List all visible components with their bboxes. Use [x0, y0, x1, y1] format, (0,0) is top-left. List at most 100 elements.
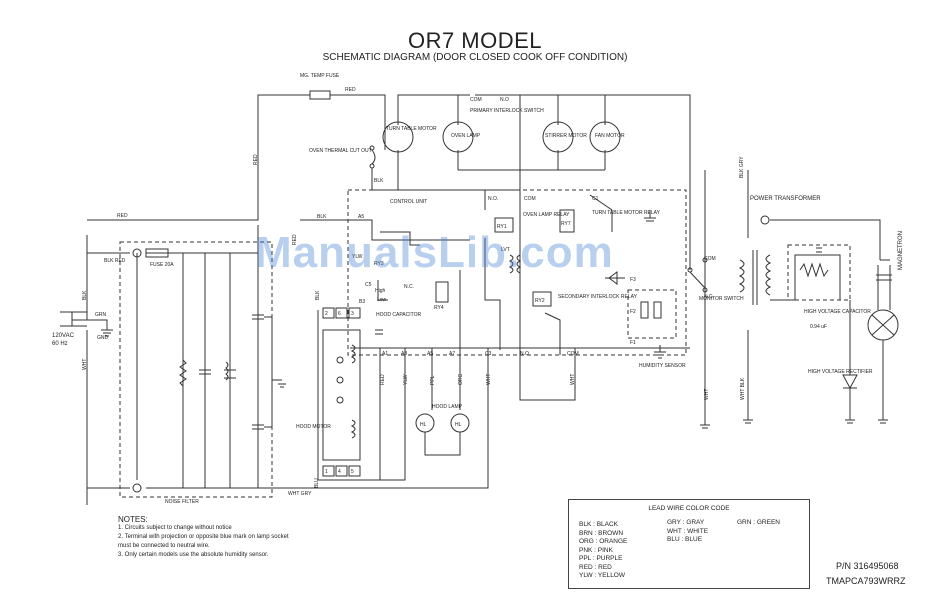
ground-symbols — [644, 210, 666, 359]
a3-label: A3 — [401, 351, 407, 357]
wht-blk-label: WHT BLK — [740, 377, 746, 400]
com-cu-label: COM — [524, 196, 536, 202]
legend-item: BLU : BLUE — [667, 536, 703, 543]
legend-title: LEAD WIRE COLOR CODE — [648, 505, 730, 512]
primary-interlock-label: PRIMARY INTERLOCK SWITCH — [470, 108, 544, 114]
notes-block: NOTES: 1. Circuits subject to change wit… — [118, 515, 289, 560]
legend-item: BLK : BLACK — [579, 521, 619, 528]
hl2-label: HL — [455, 422, 462, 428]
fan-motor-label: FAN MOTOR — [595, 133, 625, 139]
legend-item: YLW : YELLOW — [579, 572, 625, 579]
legend-col-2: GRY : GRAY WHT : WHITE BLU : BLUE — [667, 519, 708, 545]
control-unit-label: CONTROL UNIT — [390, 199, 427, 205]
pin3-label: 3 — [351, 311, 354, 317]
b3-label: B3 — [359, 299, 365, 305]
turntable-motor-label: TURN TABLE MOTOR — [386, 126, 437, 132]
com-bottom-label: COM — [567, 351, 579, 357]
low-label: Low — [377, 297, 387, 303]
turntable-relay-label: TURN TABLE MOTOR RELAY — [592, 210, 661, 216]
mg-temp-fuse-label: MG. TEMP FUSE — [300, 73, 340, 79]
ry4-label: RY4 — [434, 305, 444, 311]
com-label: COM — [470, 97, 482, 103]
oven-lamp-label: OVEN LAMP — [451, 133, 481, 139]
red-vert2-label: RED — [292, 234, 298, 245]
diagram-subtitle: SCHEMATIC DIAGRAM (DOOR CLOSED COOK OFF … — [322, 52, 628, 63]
supply-label: 120VAC — [52, 333, 75, 339]
c1-label: C1 — [592, 196, 599, 202]
hood-section — [300, 307, 576, 489]
no-bottom-label: N.O — [520, 351, 529, 357]
nc-label: N.C. — [404, 284, 414, 290]
pin4-label: 4 — [338, 469, 341, 475]
note-2-cont: must be connected to neutral wire. — [118, 543, 210, 549]
legend-item: PNK : PINK — [579, 546, 613, 554]
hv-rectifier-label: HIGH VOLTAGE RECTIFIER — [808, 369, 873, 375]
f1-label: F1 — [630, 340, 636, 346]
red-a1-label: RED — [380, 374, 386, 385]
wht-com-label: WHT — [570, 374, 576, 385]
wht-gry-label: WHT GRY — [288, 491, 312, 497]
wire-red-main-label: RED — [117, 213, 128, 219]
wire-red-label: RED — [345, 87, 356, 93]
pin1-label: 1 — [325, 469, 328, 475]
legend-item: WHT : WHITE — [667, 527, 709, 535]
fuse-label: FUSE 20A — [150, 262, 174, 268]
legend-item: ORG : ORANGE — [579, 538, 628, 545]
a5-label: A5 — [427, 351, 433, 357]
hl1-label: HL — [420, 422, 427, 428]
grn-label: GRN — [95, 312, 107, 318]
legend-item: BRN : BROWN — [579, 529, 624, 537]
ry1-label: RY1 — [497, 224, 507, 230]
high-label: High — [375, 288, 386, 294]
legend-col-1: BLK : BLACK BRN : BROWN ORG : ORANGE PNK… — [579, 521, 627, 581]
legend-item: GRN : GREEN — [737, 519, 780, 526]
pin5-label: 5 — [351, 469, 354, 475]
pin6-label: 6 — [338, 311, 341, 317]
blk-vert-label: BLK — [82, 290, 88, 300]
c3-label: C3 — [485, 351, 492, 357]
oven-thermal-cutout-label: OVEN THERMAL CUT OUT — [309, 148, 372, 154]
ppl-a5-label: PPL — [430, 375, 436, 385]
magnetron-label: MAGNETRON — [898, 231, 904, 270]
a5-top-label: A5 — [358, 214, 364, 220]
lvt-label: LVT — [501, 247, 510, 253]
no2-label: N.O. — [488, 196, 498, 202]
diagram-labels: MG. TEMP FUSE RED OVEN THERMAL CUT OUT B… — [52, 73, 904, 505]
wht-vert-label: WHT — [82, 359, 88, 370]
hood-lamp-label: HOOD LAMP — [432, 404, 463, 410]
blk-gry-label: BLK GRY — [739, 156, 745, 178]
a1-label: A1 — [382, 351, 388, 357]
watermark: ManualsLib.com — [255, 228, 614, 277]
wire-blk-main-label: BLK — [317, 214, 327, 220]
blk-hood-label: BLK — [315, 290, 321, 300]
stirrer-motor-label: STIRRER MOTOR — [545, 133, 587, 139]
wire-blk-label: BLK — [374, 178, 384, 184]
monitor-com-label: COM — [704, 256, 716, 262]
part-number: P/N 316495068 — [836, 561, 899, 571]
monitor-nc-label: N.C. — [704, 294, 714, 300]
ry7-label: RY7 — [561, 221, 571, 227]
note-1: 1. Circuits subject to change without no… — [118, 525, 232, 531]
hood-motor-label: HOOD MOTOR — [296, 424, 331, 430]
ry3-label: RY3 — [374, 261, 384, 267]
f2-label: F2 — [630, 309, 636, 315]
monitor-switch-label: MONITOR SWITCH — [699, 296, 744, 302]
hood-capacitor-label: HOOD CAPACITOR — [376, 312, 421, 318]
humidity-sensor-label: HUMIDITY SENSOR — [639, 363, 686, 369]
secondary-relay-label: SECONDARY INTERLOCK RELAY — [558, 294, 638, 300]
power-transformer-label: POWER TRANSFORMER — [750, 196, 821, 202]
oven-lamp-relay-label: OVEN LAMP RELAY — [523, 212, 570, 218]
hv-section — [687, 170, 899, 429]
pin2-label: 2 — [325, 311, 328, 317]
wht-monitor-label: WHT — [704, 389, 710, 400]
f3-label: F3 — [630, 277, 636, 283]
hv-cap-value-label: 0.94 uF — [810, 324, 827, 330]
hv-capacitor-label: HIGH VOLTAGE CAPACITOR — [804, 309, 871, 315]
note-2: 2. Terminal with projection or opposite … — [118, 534, 289, 540]
notes-heading: NOTES: — [118, 515, 148, 524]
legend-item: GRY : GRAY — [667, 519, 705, 526]
supply-freq-label: 60 Hz — [52, 341, 68, 347]
ry2-label: RY2 — [535, 298, 545, 304]
c5-label: C5 — [365, 282, 372, 288]
noise-filter-label: NOISE FILTER — [165, 499, 199, 505]
